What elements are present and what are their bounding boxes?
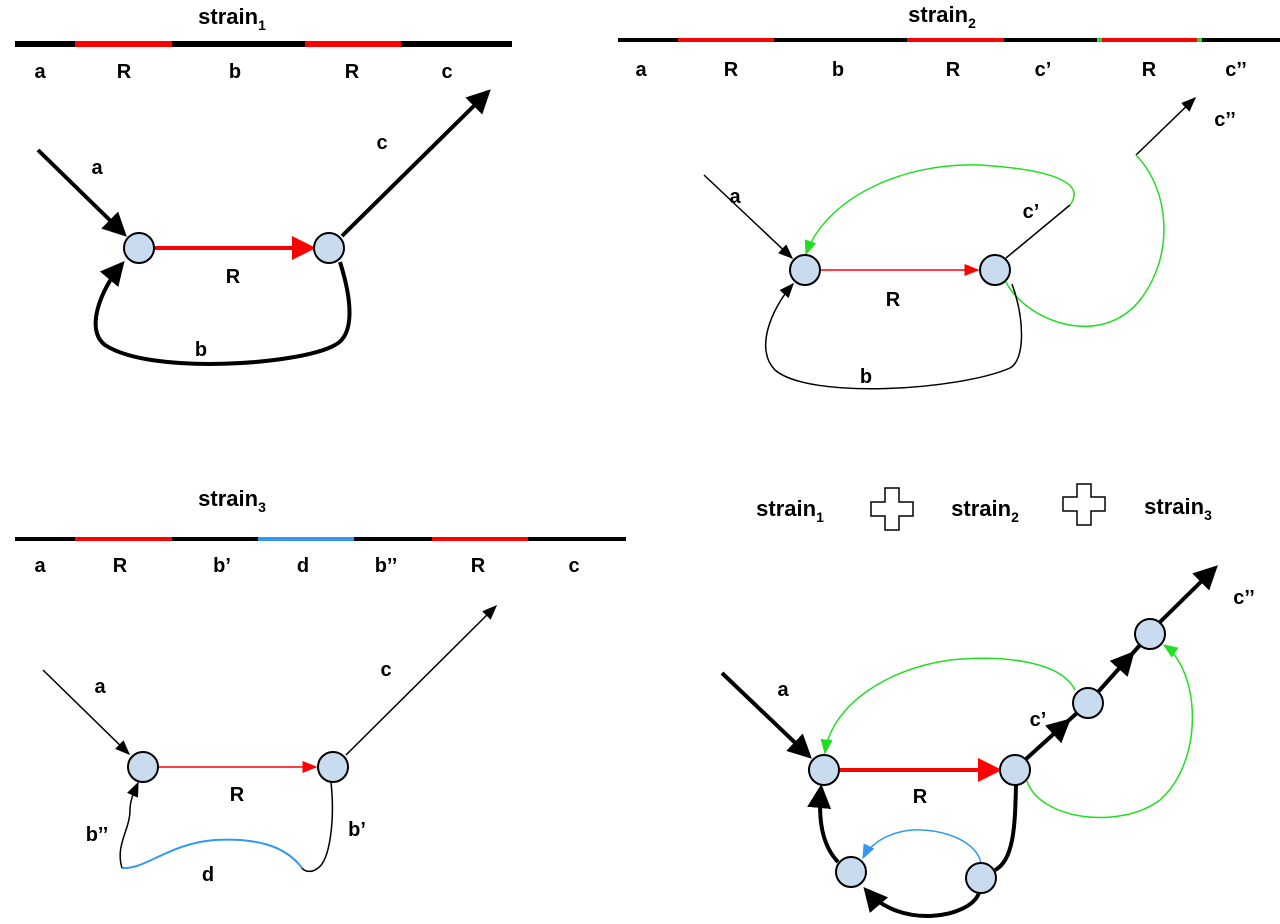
edge-b-loop xyxy=(93,260,352,366)
edge-green-link xyxy=(1026,644,1194,819)
edge-label: a xyxy=(94,676,106,698)
panel-strain2: strain2 a R b R c’ R c’’ a R c’ c’’ xyxy=(618,2,1280,390)
graph-node xyxy=(789,254,821,286)
edge-c xyxy=(340,89,491,238)
graph-node xyxy=(123,232,155,264)
graph-node xyxy=(965,862,997,894)
panel-strain3: strain3 a R b’ d b’’ R c a R c b’ b’’ d xyxy=(15,486,626,886)
edge-label: R xyxy=(886,289,901,311)
segment-label: R xyxy=(724,59,739,81)
graph-node xyxy=(313,232,345,264)
segment-label: a xyxy=(635,59,647,81)
segment-label: a xyxy=(34,555,46,577)
edge-a xyxy=(36,148,127,237)
panel-title: strain3 xyxy=(198,486,266,515)
edge-label: a xyxy=(729,186,741,208)
edge-label: c’ xyxy=(1030,709,1047,731)
edge-d xyxy=(121,838,303,870)
edge-a xyxy=(703,174,794,260)
panel-title: strain2 xyxy=(908,2,976,31)
segment-label: d xyxy=(297,555,309,577)
edge-green-link xyxy=(804,164,1075,256)
segment-label: R xyxy=(113,555,128,577)
edge-a xyxy=(42,669,131,756)
panel-title: strain1 xyxy=(198,4,266,33)
edge-green-link xyxy=(1005,154,1165,327)
edge-c-double-prime xyxy=(1158,565,1218,624)
panel-strain1: strain1 a R b R c a R c b xyxy=(15,4,512,366)
edge-c-link xyxy=(1096,651,1135,694)
graph-node xyxy=(127,751,159,783)
edge-c-double-prime xyxy=(1135,96,1197,156)
plus-icon xyxy=(870,487,914,531)
edge-label: R xyxy=(230,784,245,806)
edge-b-prime xyxy=(993,784,1018,872)
segment-label: R xyxy=(117,61,132,83)
edge-label: b xyxy=(860,366,872,388)
segment-label: a xyxy=(34,61,46,83)
segment-label: b xyxy=(229,61,241,83)
graph-node xyxy=(808,754,840,786)
edge-c-prime xyxy=(1005,204,1071,259)
segment-label: R xyxy=(345,61,360,83)
segment-label: b’ xyxy=(213,555,231,577)
edge-label: c’’ xyxy=(1233,587,1255,609)
edge-c xyxy=(345,604,498,756)
edge-label: c’ xyxy=(1023,201,1040,223)
edge-b-double-prime xyxy=(807,784,840,864)
segment-label: b’’ xyxy=(375,555,398,577)
edge-label: a xyxy=(777,679,789,701)
graph-node xyxy=(317,751,349,783)
edge-green-link xyxy=(820,657,1076,755)
segment-label: R xyxy=(946,59,961,81)
edge-label: a xyxy=(91,157,103,179)
segment-label: b xyxy=(832,59,844,81)
edge-label: b xyxy=(195,339,207,361)
edge-a xyxy=(720,671,812,759)
combo-strain1: strain1 xyxy=(756,496,824,525)
segment-label: R xyxy=(1142,59,1157,81)
graph-node xyxy=(1134,618,1166,650)
plus-icon xyxy=(1062,483,1106,526)
edge-label: c’’ xyxy=(1214,109,1236,131)
edge-d xyxy=(862,829,982,864)
edge-label: c xyxy=(376,132,387,154)
edge-label: b’ xyxy=(348,819,366,841)
graph-node xyxy=(999,754,1031,786)
segment-label: c xyxy=(568,555,579,577)
edge-b-loop xyxy=(863,886,981,918)
graph-node xyxy=(979,254,1011,286)
panel-combined: strain1 strain2 strain3 a R c’ c’’ xyxy=(720,483,1255,918)
edge-c-prime xyxy=(1024,718,1071,761)
segment-label: R xyxy=(471,555,486,577)
segment-label: c’’ xyxy=(1225,59,1247,81)
edge-label: c xyxy=(380,659,391,681)
graph-node xyxy=(1072,687,1104,719)
edge-b-loop xyxy=(765,282,1023,390)
edge-label: R xyxy=(913,786,928,808)
combo-strain3: strain3 xyxy=(1144,494,1212,523)
edge-label: b’’ xyxy=(86,824,109,846)
segment-label: c xyxy=(441,61,452,83)
graph-node xyxy=(835,856,867,888)
segment-label: c’ xyxy=(1035,59,1052,81)
edge-label: R xyxy=(226,266,241,288)
edge-b-double-prime xyxy=(119,781,139,869)
edge-label: d xyxy=(202,864,214,886)
combo-strain2: strain2 xyxy=(951,496,1019,525)
edge-b-prime xyxy=(301,781,334,873)
